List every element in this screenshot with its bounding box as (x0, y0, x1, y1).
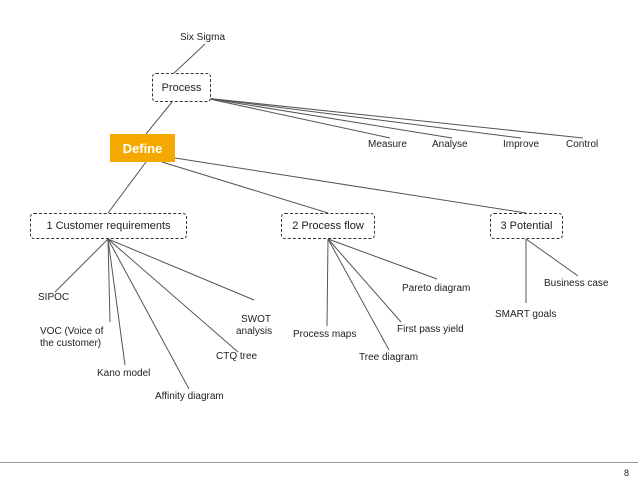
edge-pf-firstpass (327, 238, 402, 323)
tool-business-case: Business case (544, 278, 609, 289)
tool-tree-diagram: Tree diagram (359, 352, 419, 363)
phase-analyse: Analyse (432, 139, 468, 150)
tool-sipoc: SIPOC (38, 292, 70, 303)
edge-process-define (145, 101, 173, 135)
edge-pot-business (525, 238, 579, 277)
tool-first-pass-yield: First pass yield (397, 324, 464, 335)
phase-control: Control (566, 139, 599, 150)
edge-cr-ctq (107, 238, 239, 353)
edge-cr-affinity (107, 238, 190, 390)
edge-cr-swot (107, 238, 255, 301)
branch-process-flow[interactable]: 2 Process flow (281, 213, 375, 239)
edge-pf-tree (327, 238, 390, 351)
edge-cr-sipoc (54, 238, 109, 293)
tool-swot-line2: analysis (236, 326, 273, 337)
branch-potential[interactable]: 3 Potential (490, 213, 563, 239)
branch-customer-requirements[interactable]: 1 Customer requirements (30, 213, 187, 239)
edge-cr-kano (107, 238, 126, 366)
six-sigma-label: Six Sigma (180, 32, 226, 43)
define-node[interactable]: Define (110, 134, 175, 162)
tool-kano: Kano model (97, 368, 151, 379)
tool-voc-line1: VOC (Voice of (40, 326, 104, 337)
edge-process-control (204, 97, 584, 139)
tool-swot-line1: SWOT (241, 314, 271, 325)
tool-voc-line2: the customer) (40, 338, 102, 349)
edge-sixsigma-process (171, 43, 206, 76)
tool-pareto-diagram: Pareto diagram (402, 283, 471, 294)
edge-cr-voc (107, 238, 111, 323)
edge-process-measure (204, 97, 391, 139)
tool-ctq: CTQ tree (216, 351, 258, 362)
process-node[interactable]: Process (152, 73, 211, 102)
tool-smart-goals: SMART goals (495, 309, 557, 320)
edge-define-processflow (161, 161, 329, 214)
tool-process-maps: Process maps (293, 329, 357, 340)
edge-process-improve (204, 97, 522, 139)
edge-pf-processmaps (326, 238, 329, 327)
footer-divider (0, 462, 638, 463)
edge-define-potential (174, 157, 527, 214)
page-number: 8 (623, 468, 629, 478)
edge-define-customer (107, 161, 147, 214)
tool-affinity: Affinity diagram (155, 391, 224, 402)
phase-measure: Measure (368, 139, 407, 150)
edge-process-analyse (204, 97, 453, 139)
phase-improve: Improve (503, 139, 540, 150)
edge-pf-pareto (327, 238, 438, 280)
